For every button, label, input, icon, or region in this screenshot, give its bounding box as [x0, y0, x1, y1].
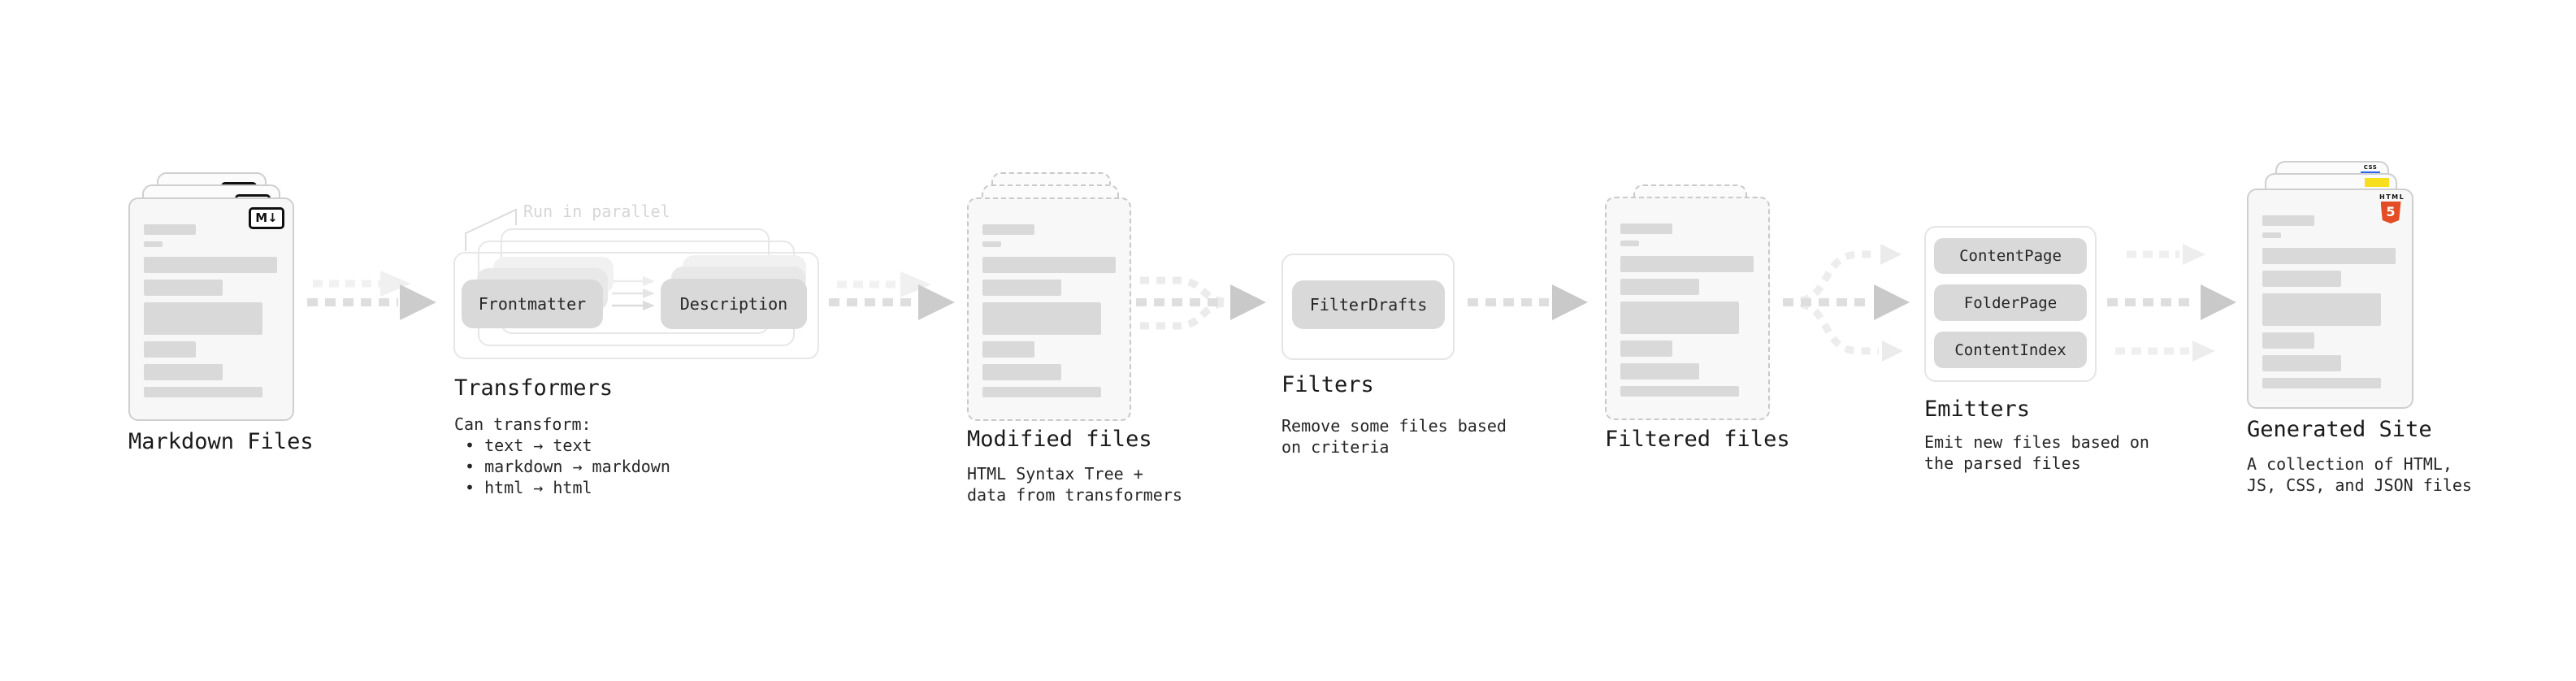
markdown-icon: M↓ [249, 207, 284, 229]
stage-label-generated-site: Generated Site [2247, 417, 2432, 442]
desc-line: A collection of HTML, [2247, 454, 2452, 474]
emitter-pill-folderpage: FolderPage [1934, 284, 2087, 321]
stage-label-modified-files: Modified files [967, 427, 1152, 452]
transformer-box-front [453, 252, 819, 359]
skeleton-line [982, 257, 1116, 273]
desc-line: • text → text [465, 436, 592, 455]
skeleton-line [1620, 301, 1739, 334]
run-in-parallel-annotation: Run in parallel [523, 202, 670, 221]
emitters-description: Emit new files based on the parsed files [1924, 432, 2149, 474]
stage-label-emitters: Emitters [1924, 397, 2031, 422]
skeleton-line [1620, 256, 1754, 272]
skeleton-line [144, 364, 223, 380]
skeleton-line [144, 302, 262, 335]
skeleton-line [982, 341, 1034, 358]
stage-label-filters: Filters [1281, 372, 1374, 397]
transformer-pill-description: Description [661, 279, 807, 329]
skeleton-line [982, 364, 1061, 380]
skeleton-line [144, 257, 277, 273]
arrow-emitters-to-site [2107, 244, 2236, 362]
skeleton-line [982, 241, 1001, 247]
stage-label-transformers: Transformers [454, 375, 614, 401]
skeleton-line [982, 302, 1101, 335]
arrow-filters-to-filtered [1468, 284, 1588, 320]
transformers-description: Can transform: • text → text • markdown … [454, 414, 670, 498]
javascript-icon [2365, 178, 2389, 187]
skeleton-line [2262, 355, 2341, 371]
skeleton-line [2262, 248, 2396, 264]
skeleton-line [1620, 386, 1739, 397]
skeleton-line [2262, 271, 2341, 287]
desc-line: • markdown → markdown [465, 457, 670, 476]
modified-file-doc-front [967, 197, 1131, 421]
skeleton-line [2262, 378, 2381, 388]
desc-line: HTML Syntax Tree + [967, 464, 1143, 484]
html5-icon-shield: 5 [2380, 202, 2401, 223]
html5-icon-label: HTML [2379, 193, 2405, 201]
emitter-pill-contentindex: ContentIndex [1934, 332, 2087, 368]
desc-line: on criteria [1281, 437, 1390, 457]
emitter-pill-contentpage: ContentPage [1934, 238, 2087, 274]
desc-line: JS, CSS, and JSON files [2247, 475, 2472, 495]
skeleton-line [2262, 232, 2281, 238]
skeleton-line [2262, 215, 2314, 226]
skeleton-line [1620, 363, 1699, 380]
skeleton-line [144, 241, 163, 247]
css-icon-label: CSS [2363, 164, 2378, 171]
skeleton-line [982, 387, 1101, 397]
skeleton-line [2262, 332, 2314, 349]
stage-label-markdown-files: Markdown Files [128, 429, 314, 454]
site-doc-html: HTML 5 [2247, 189, 2413, 409]
desc-line: the parsed files [1924, 453, 2081, 473]
skeleton-line [1620, 279, 1699, 295]
skeleton-line [144, 280, 223, 296]
filtered-file-doc-front [1605, 197, 1770, 420]
parallel-mini-arrows [612, 276, 655, 310]
skeleton-line [982, 224, 1034, 235]
css-icon-bar [2361, 171, 2380, 174]
annotation-callout-line [465, 208, 517, 251]
skeleton-line [1620, 241, 1639, 246]
filter-pill-filterdrafts: FilterDrafts [1292, 280, 1445, 329]
generated-site-description: A collection of HTML, JS, CSS, and JSON … [2247, 453, 2472, 496]
modified-files-description: HTML Syntax Tree + data from transformer… [967, 463, 1182, 505]
desc-line: Emit new files based on [1924, 432, 2149, 452]
arrow-modified-to-filters-merge [1136, 276, 1266, 330]
skeleton-line [1620, 223, 1672, 234]
skeleton-line [144, 224, 196, 235]
skeleton-line [144, 387, 262, 397]
desc-line: Remove some files based [1281, 416, 1507, 436]
desc-line: Can transform: [454, 414, 592, 434]
html5-icon: HTML 5 [2379, 193, 2405, 223]
arrow-transformers-to-modified [829, 271, 955, 320]
skeleton-line [2262, 293, 2381, 326]
stage-label-filtered-files: Filtered files [1605, 427, 1790, 452]
filters-description: Remove some files based on criteria [1281, 415, 1507, 458]
arrow-filtered-to-emitters-diverge [1783, 244, 1910, 362]
skeleton-line [1620, 340, 1672, 357]
markdown-file-doc-front: M↓ [128, 197, 294, 421]
transformer-pill-frontmatter: Frontmatter [462, 280, 603, 328]
skeleton-line [144, 341, 196, 358]
skeleton-line [982, 280, 1061, 296]
css-icon: CSS [2361, 165, 2380, 174]
desc-line: • html → html [465, 478, 592, 497]
desc-line: data from transformers [967, 485, 1182, 505]
arrow-markdown-to-transformers [307, 271, 436, 320]
